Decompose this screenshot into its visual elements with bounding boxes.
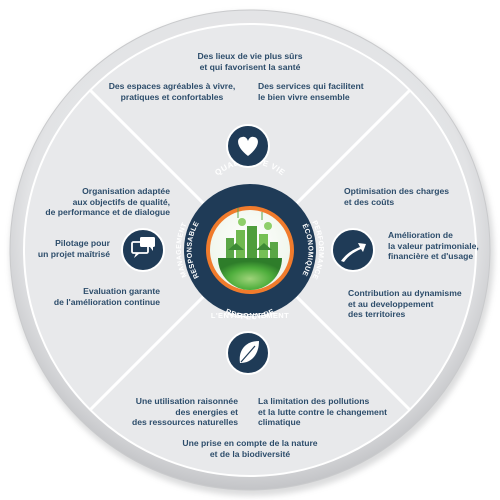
text-line: climatique	[258, 417, 301, 427]
text-line: et des coûts	[344, 196, 395, 207]
text-line: de l'amélioration continue	[53, 296, 160, 307]
text-line: et au developpement	[348, 298, 434, 309]
text-line: des energies et	[175, 406, 238, 417]
ring-label-bottom-2: L'ENVIRONNEMENT	[211, 311, 289, 320]
text-line: et de la biodiversité	[209, 448, 291, 459]
top-item-3: Des services qui facilitent le bien vivr…	[258, 81, 398, 102]
left-item-1: Organisation adaptée aux objectifs de qu…	[22, 186, 170, 218]
text-line: le bien vivre ensemble	[258, 91, 350, 102]
text-line: Une utilisation raisonnée	[135, 396, 238, 406]
house-roof-icon	[228, 243, 244, 250]
text-line: Organisation adaptée	[82, 186, 170, 196]
text-line: des territoires	[348, 309, 406, 319]
bottom-item-2: La limitation des pollutions et la lutte…	[258, 396, 418, 428]
text-line: aux objectifs de qualité,	[72, 196, 170, 207]
text-line: Des services qui facilitent	[258, 81, 364, 91]
top-item-1: Des lieux de vie plus sûrs et qui favori…	[170, 51, 330, 72]
text-line: Des espaces agréables à vivre,	[108, 81, 236, 91]
right-item-2: Amélioration de la valeur patrimoniale, …	[388, 230, 498, 262]
eco-city-illustration	[218, 208, 282, 290]
right-item-1: Optimisation des charges et des coûts	[344, 186, 484, 207]
text-line: La limitation des pollutions	[258, 396, 370, 406]
tree-icon	[264, 222, 272, 230]
speech-bubbles-icon-badge	[121, 228, 165, 272]
building-icon	[226, 238, 234, 258]
tree-icon	[238, 218, 246, 226]
text-line: et qui favorisent la santé	[199, 61, 301, 72]
leaf-icon-badge	[226, 331, 270, 375]
left-item-2: Pilotage pour un projet maîtrisé	[22, 238, 110, 259]
text-line: et la lutte contre le changement	[258, 406, 387, 417]
top-item-2: Des espaces agréables à vivre, pratiques…	[102, 81, 242, 102]
text-line: pratiques et confortables	[120, 91, 224, 102]
heart-icon-badge	[226, 124, 270, 168]
text-line: Evaluation garante	[83, 286, 160, 296]
text-line: Des lieux de vie plus sûrs	[197, 51, 303, 61]
building-icon	[270, 242, 278, 258]
growth-arrow-icon	[341, 243, 366, 262]
text-line: financière et d'usage	[388, 251, 474, 261]
text-line: un projet maîtrisé	[37, 248, 110, 259]
text-line: la valeur patrimoniale,	[388, 240, 479, 251]
text-line: Amélioration de	[388, 230, 453, 240]
house-roof-icon	[256, 243, 272, 250]
text-line: Optimisation des charges	[344, 186, 450, 196]
building-icon	[236, 230, 245, 258]
bottom-item-3: Une prise en compte de la nature et de l…	[150, 438, 350, 459]
growth-arrow-icon-badge	[331, 228, 375, 272]
bottom-item-1: Une utilisation raisonnée des energies e…	[94, 396, 238, 428]
text-line: Pilotage pour	[55, 238, 110, 248]
text-line: de performance et de dialogue	[45, 207, 170, 217]
right-item-3: Contribution au dynamisme et au developp…	[348, 288, 488, 320]
text-line: Contribution au dynamisme	[348, 288, 462, 298]
text-line: Une prise en compte de la nature	[182, 438, 318, 448]
globe-icon	[218, 258, 282, 290]
left-item-3: Evaluation garante de l'amélioration con…	[22, 286, 160, 307]
heart-icon	[238, 136, 258, 156]
text-line: des ressources naturelles	[131, 417, 238, 427]
building-icon	[247, 226, 257, 258]
